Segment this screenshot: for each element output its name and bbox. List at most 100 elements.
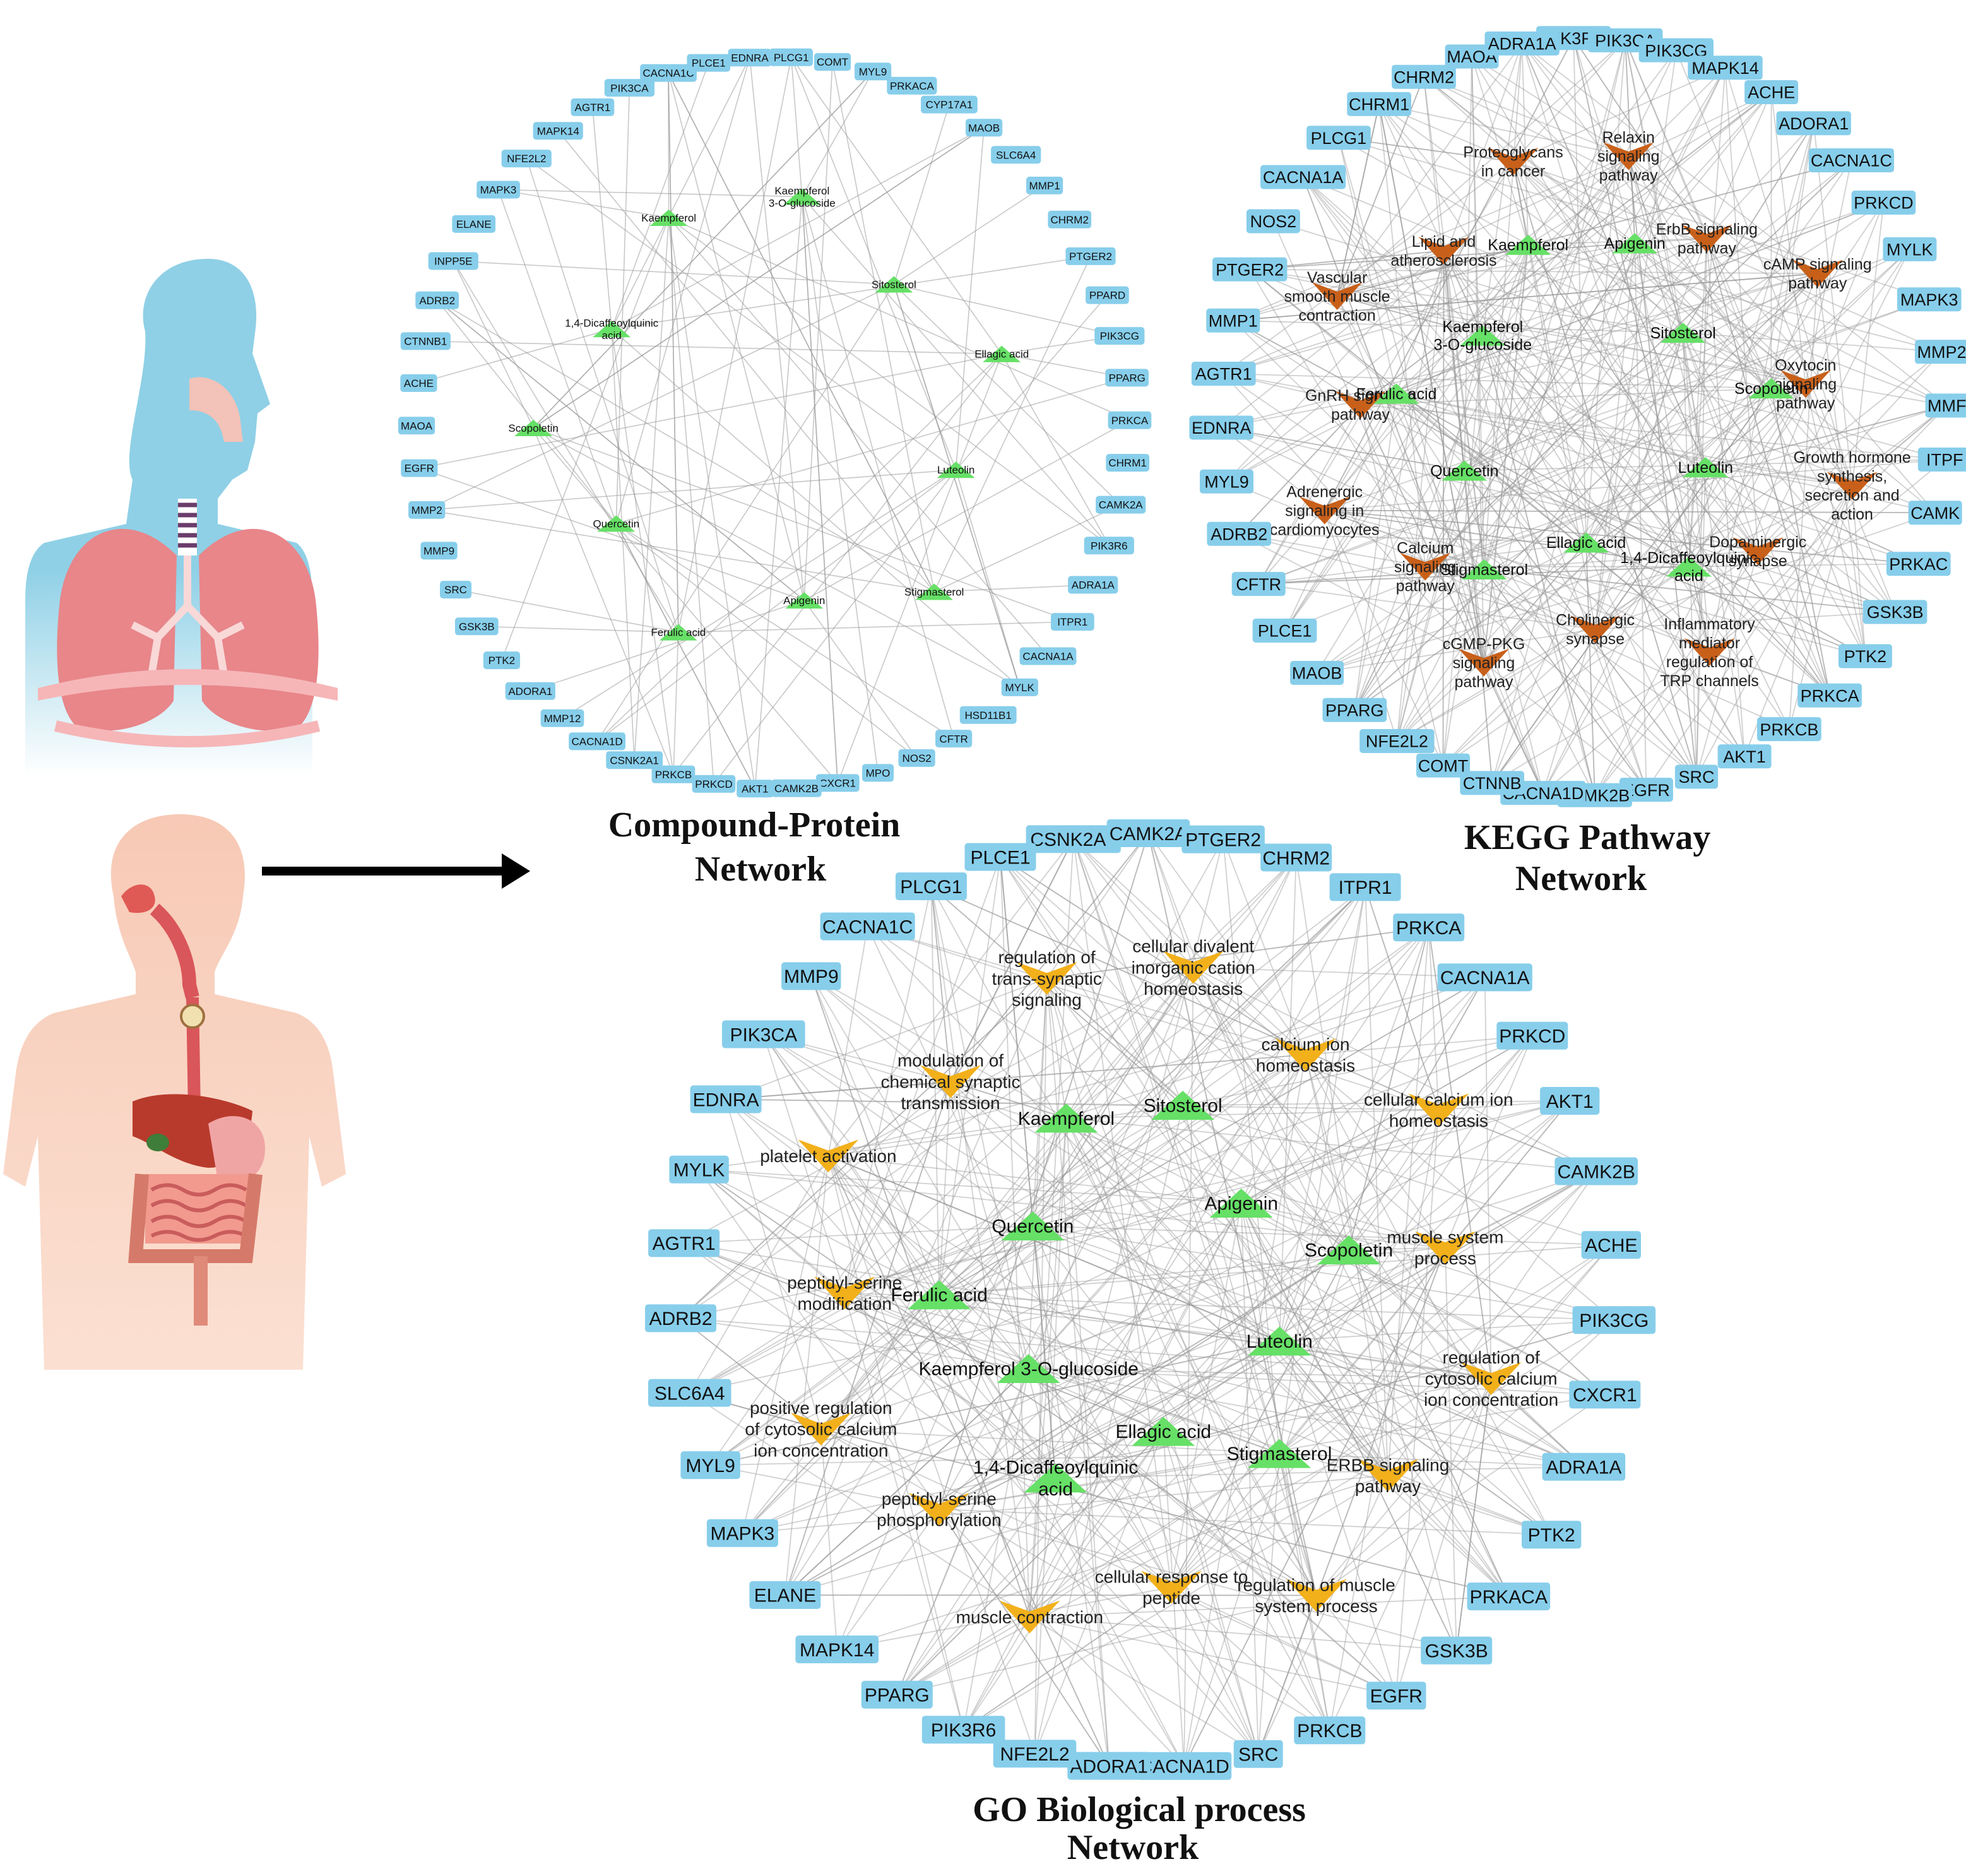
cpn-protein-node[interactable]: CYP17A1: [921, 95, 978, 114]
kegg-protein-node[interactable]: ADRA1A: [1484, 31, 1560, 56]
go-protein-node[interactable]: ADRB2: [645, 1304, 716, 1333]
go-protein-node[interactable]: MAPK14: [795, 1636, 879, 1663]
go-term-node[interactable]: muscle contraction: [956, 1600, 1103, 1634]
go-protein-node[interactable]: PIK3CA: [722, 1020, 805, 1048]
cpn-protein-node[interactable]: CSNK2A1: [606, 751, 663, 769]
cpn-protein-node[interactable]: MAPK3: [477, 181, 520, 199]
go-compound-node[interactable]: Ellagic acid: [1115, 1416, 1211, 1446]
cpn-protein-node[interactable]: PIK3CG: [1094, 327, 1145, 345]
go-protein-node[interactable]: CXCR1: [1569, 1380, 1641, 1409]
kegg-protein-node[interactable]: PLCE1: [1252, 619, 1317, 643]
go-protein-node[interactable]: PIK3CG: [1572, 1306, 1656, 1334]
kegg-protein-node[interactable]: MAPK3: [1897, 287, 1962, 312]
go-term-node[interactable]: platelet activation: [760, 1139, 897, 1173]
go-protein-node[interactable]: MMP9: [781, 962, 841, 990]
kegg-compound-node[interactable]: Apigenin: [1604, 233, 1666, 254]
cpn-protein-node[interactable]: MYL9: [855, 62, 892, 81]
cpn-protein-node[interactable]: PRKACA: [887, 76, 937, 95]
cpn-compound-node[interactable]: Apigenin: [783, 592, 825, 609]
kegg-compound-node[interactable]: Quercetin: [1430, 460, 1498, 481]
cpn-protein-node[interactable]: HSD11B1: [959, 706, 1017, 724]
cpn-compound-node[interactable]: Scopoletin: [508, 419, 559, 436]
cpn-protein-node[interactable]: ITPR1: [1051, 613, 1094, 631]
cpn-protein-node[interactable]: CFTR: [935, 730, 973, 748]
kegg-compound-node[interactable]: Ferulic acid: [1356, 383, 1437, 404]
cpn-protein-node[interactable]: CTNNB1: [400, 332, 451, 350]
go-protein-node[interactable]: CHRM2: [1260, 843, 1332, 872]
go-protein-node[interactable]: PTGER2: [1181, 825, 1265, 853]
kegg-compound-node[interactable]: Scopoletin: [1734, 378, 1808, 399]
cpn-protein-node[interactable]: CACNA1C: [640, 64, 697, 82]
kegg-protein-node[interactable]: MAOB: [1290, 661, 1344, 685]
kegg-protein-node[interactable]: CHRM2: [1392, 64, 1456, 89]
cpn-protein-node[interactable]: SRC: [440, 581, 471, 599]
kegg-protein-node[interactable]: PRKCA: [1797, 683, 1862, 708]
kegg-protein-node[interactable]: ADORA1: [1776, 111, 1851, 136]
go-compound-node[interactable]: Luteolin: [1247, 1326, 1313, 1356]
cpn-protein-node[interactable]: PIK3R6: [1084, 537, 1134, 555]
cpn-protein-node[interactable]: MAOB: [966, 119, 1003, 137]
cpn-compound-node[interactable]: Sitosterol: [872, 276, 916, 293]
cpn-protein-node[interactable]: NOS2: [898, 749, 935, 767]
cpn-protein-node[interactable]: PTK2: [483, 651, 520, 670]
kegg-compound-node[interactable]: Ellagic acid: [1546, 532, 1626, 553]
go-protein-node[interactable]: PRKCA: [1393, 913, 1465, 942]
kegg-protein-node[interactable]: MMP2: [1915, 340, 1966, 364]
kegg-protein-node[interactable]: CACNA1C: [1808, 148, 1894, 172]
go-protein-node[interactable]: CACNA1A: [1437, 963, 1532, 992]
go-protein-node[interactable]: CAMK2B: [1554, 1157, 1638, 1185]
kegg-protein-node[interactable]: MYL9: [1200, 469, 1253, 494]
kegg-protein-node[interactable]: MMP1: [1206, 308, 1260, 333]
go-protein-node[interactable]: MYL9: [680, 1451, 740, 1480]
go-protein-node[interactable]: PRKCD: [1496, 1021, 1568, 1050]
go-protein-node[interactable]: PIK3R6: [921, 1716, 1005, 1744]
cpn-protein-node[interactable]: MMP1: [1026, 176, 1063, 194]
cpn-protein-node[interactable]: EDNRA: [728, 49, 772, 67]
go-protein-node[interactable]: MAPK3: [706, 1519, 778, 1547]
go-protein-node[interactable]: ADRA1A: [1542, 1452, 1626, 1481]
kegg-protein-node[interactable]: PRKCB: [1757, 717, 1821, 742]
go-protein-node[interactable]: PLCE1: [964, 843, 1036, 871]
kegg-protein-node[interactable]: COMT: [1416, 753, 1470, 778]
kegg-protein-node[interactable]: AKT1: [1717, 744, 1772, 769]
go-protein-node[interactable]: CACNA1C: [820, 912, 915, 941]
cpn-protein-node[interactable]: AKT1: [737, 780, 774, 798]
kegg-protein-node[interactable]: ADRB2: [1207, 521, 1272, 546]
cpn-protein-node[interactable]: MAPK14: [533, 122, 583, 140]
kegg-protein-node[interactable]: PTK2: [1838, 644, 1892, 668]
cpn-protein-node[interactable]: SLC6A4: [991, 146, 1041, 164]
cpn-compound-node[interactable]: Kaempferol: [641, 210, 696, 227]
go-protein-node[interactable]: PRKCB: [1294, 1716, 1366, 1745]
cpn-compound-node[interactable]: Ferulic acid: [651, 624, 706, 641]
kegg-protein-node[interactable]: PRKAC: [1886, 552, 1951, 576]
cpn-protein-node[interactable]: PLCE1: [687, 54, 731, 72]
go-protein-node[interactable]: ACHE: [1581, 1231, 1641, 1259]
cpn-protein-node[interactable]: CXCR1: [815, 774, 860, 792]
cpn-compound-node[interactable]: Ellagic acid: [974, 345, 1029, 362]
cpn-compound-node[interactable]: Quercetin: [593, 515, 639, 532]
go-protein-node[interactable]: ADORA1: [1067, 1752, 1151, 1780]
go-protein-node[interactable]: NFE2L2: [993, 1740, 1077, 1768]
go-protein-node[interactable]: CSNK2A1: [1026, 825, 1121, 853]
go-compound-node[interactable]: Quercetin: [992, 1211, 1074, 1241]
cpn-protein-node[interactable]: ADRA1A: [1068, 576, 1118, 594]
cpn-compound-node[interactable]: Stigmasterol: [904, 583, 964, 600]
cpn-protein-node[interactable]: PRKCB: [651, 765, 696, 783]
